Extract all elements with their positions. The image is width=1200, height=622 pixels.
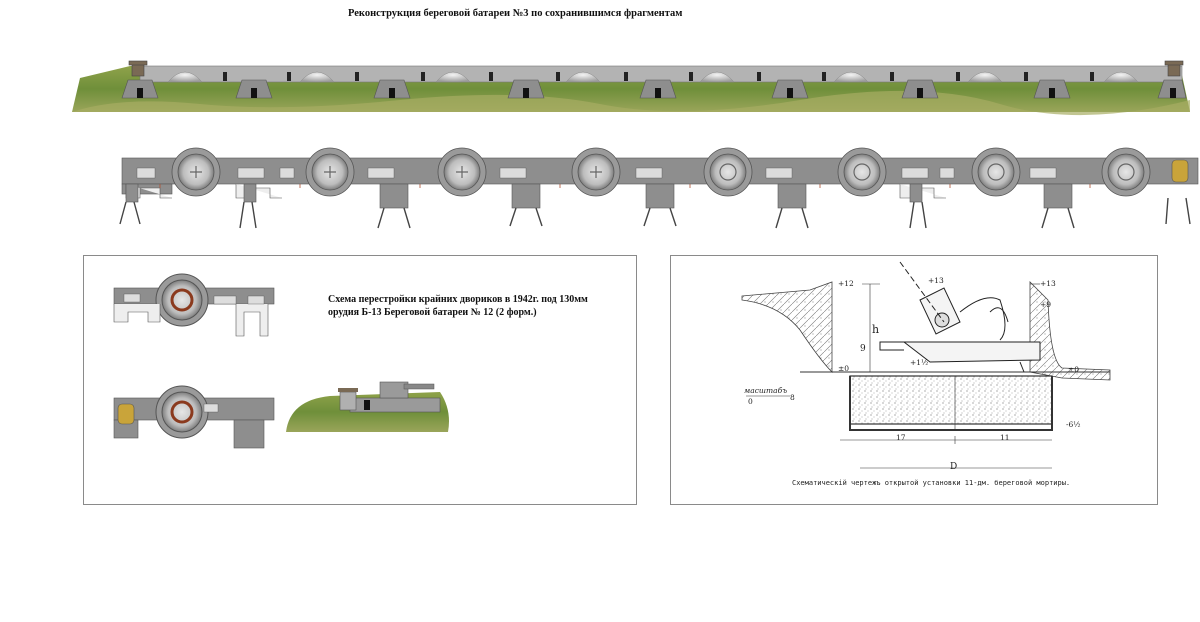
mortar-installation-drawing [741, 261, 1111, 469]
label-nine: 9 [860, 344, 866, 354]
drawing-caption: Схематическій чертежъ открытой установки… [792, 479, 1071, 487]
label-plus13-top: +13 [928, 276, 944, 285]
label-scale: масштабъ [744, 386, 788, 395]
parapet-wall [139, 65, 1183, 83]
label-d17: 17 [896, 433, 906, 442]
scheme-after [113, 385, 275, 449]
label-D: D [950, 462, 958, 472]
scheme-before [113, 273, 275, 337]
mortar-icon [879, 261, 1041, 373]
gun-ring-icon [170, 288, 194, 312]
scheme-caption: Схема перестройки крайних двориков в 194… [328, 294, 588, 318]
label-zero-left: ±0 [838, 364, 850, 373]
label-minus6: -6½ [1066, 420, 1081, 429]
shelter-icon [117, 403, 135, 425]
gun-positions [171, 147, 1151, 197]
side-view-strip [72, 60, 1190, 116]
label-h: h [872, 323, 880, 336]
drawing-panel [670, 255, 1158, 505]
label-plus13-right: +13 [1040, 279, 1056, 288]
bunker-entrances [121, 79, 1187, 99]
rebuild-scheme [113, 273, 449, 449]
label-d11: 11 [1000, 433, 1010, 442]
plan-view-strip [119, 147, 1199, 229]
scheme-side-view [286, 381, 449, 432]
shelter-end [1171, 159, 1189, 183]
page-title: Реконструкция береговой батареи №3 по со… [348, 8, 683, 19]
scheme-panel [83, 255, 637, 505]
label-zero-right: ±0 [1068, 365, 1080, 374]
label-scale-left: 0 [748, 397, 753, 406]
label-plus12: +12 [838, 279, 854, 288]
label-one-half: +1½ [910, 358, 929, 367]
label-scale-right: 8 [790, 393, 795, 402]
label-plus9-right: +9 [1040, 300, 1052, 309]
